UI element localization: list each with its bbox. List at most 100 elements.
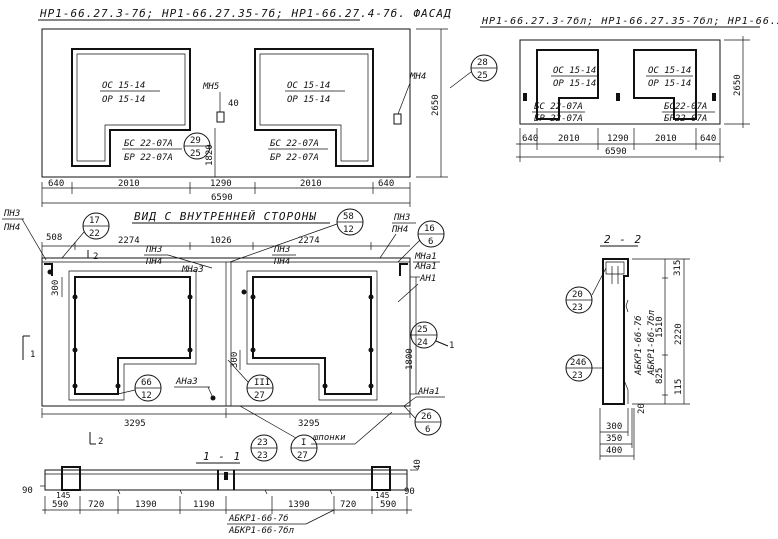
facade-left-window-top: ОС 15-14	[102, 81, 145, 91]
title-facade-left: НР1-66.27.3-7б; НР1-66.27.35-7б; НР1-66.…	[39, 7, 452, 20]
sec11-d40: 40	[413, 459, 423, 470]
inner-mna3: МНа3	[181, 265, 204, 275]
facade-left-window-bot: ОР 15-14	[102, 95, 145, 105]
small-w1-bot: ОР 15-14	[553, 79, 596, 89]
sec22-d315: 315	[673, 260, 683, 276]
inner-c66-bot: 12	[141, 391, 152, 401]
small-d2-bot: БР22-07А	[664, 114, 707, 124]
inner-c66-top: 66	[141, 378, 152, 388]
inner-c25-top: 25	[417, 325, 428, 335]
small-w1-top: ОС 15-14	[553, 66, 596, 76]
facade-h1820: 1820	[205, 144, 215, 166]
sec11-d145a: 145	[56, 491, 71, 500]
sec22-w300: 300	[606, 422, 622, 432]
inner-c17-bot: 22	[89, 229, 100, 239]
small-total: 6590	[605, 147, 627, 157]
sec22-v1: АБКР1-66-7б	[633, 315, 644, 376]
inner-c25-bot: 24	[417, 338, 428, 348]
title-section-22: 2 - 2	[604, 233, 642, 246]
sec22-v2: АБКР1-66-7бл	[646, 309, 657, 376]
small-dim-4: 640	[700, 134, 716, 144]
inner-pn3-c1: ПН3	[145, 245, 162, 255]
facade-small: ОС 15-14 ОР 15-14 ОС 15-14 ОР 15-14 БС 2…	[516, 36, 750, 162]
inner-c26-bot: 6	[425, 425, 430, 435]
small-d1-bot: БР 22-07А	[534, 114, 583, 124]
inner-h1800: 1800	[405, 348, 415, 370]
inner-cIII-top: III	[254, 378, 270, 388]
inner-c16-top: 16	[424, 224, 435, 234]
section-11: 90 40 145 145 90 590 720 1390 1190 1390 …	[22, 459, 423, 536]
facade-right-window-top: ОС 15-14	[287, 81, 330, 91]
facade-mn5: МН5	[202, 82, 219, 92]
inner-mark2-bottom: 2	[98, 437, 103, 447]
inner-cI-top: I	[301, 438, 306, 448]
inner-ana1: АНа1	[417, 387, 440, 397]
sec11-dim-6: 590	[380, 500, 396, 510]
inner-c58-top: 58	[343, 212, 354, 222]
small-dim-0: 640	[522, 134, 538, 144]
inner-mna1-a: МНа1	[414, 252, 437, 262]
sec11-note1: АБКР1-66-7б	[228, 513, 289, 524]
inner-an1: АН1	[419, 274, 436, 284]
facade-dim-1: 2010	[118, 179, 140, 189]
title-facade-right: НР1-66.27.3-7бл; НР1-66.27.35-7бл; НР1-6…	[481, 15, 778, 27]
inner-c26-top: 26	[421, 412, 432, 422]
inner-shponki: шпонки	[313, 433, 346, 443]
sec22-w350: 350	[606, 434, 622, 444]
small-h2650: 2650	[733, 74, 743, 96]
small-d2-top: БС22-07А	[664, 102, 707, 112]
inner-mark2-top: 2	[93, 252, 98, 262]
facade-circle2-top: 28	[477, 58, 488, 68]
inner-d2274b: 2274	[298, 236, 320, 246]
sec22-d2220: 2220	[674, 323, 684, 345]
inner-mark1-right: 1	[449, 341, 454, 351]
inner-pn3-c2: ПН3	[273, 245, 290, 255]
small-w2-bot: ОР 15-14	[648, 79, 691, 89]
sec11-d145b: 145	[375, 491, 390, 500]
inner-d2274a: 2274	[118, 236, 140, 246]
inner-c23-bot: 23	[257, 451, 268, 461]
inner-mark1-left: 1	[30, 350, 35, 360]
facade-total: 6590	[211, 193, 233, 203]
inner-c23-top: 23	[257, 438, 268, 448]
sec11-dim-3: 1190	[193, 500, 215, 510]
inner-pn4-left: ПН4	[3, 223, 20, 233]
sec22-c20-top: 20	[572, 290, 583, 300]
inner-d508: 508	[46, 233, 62, 243]
sec11-dim-1: 720	[88, 500, 104, 510]
inner-pn4-right: ПН4	[391, 225, 408, 235]
sec22-d20: 20	[637, 403, 647, 414]
sec11-note2: АБКР1-66-7бл	[228, 525, 295, 536]
inner-d1026: 1026	[210, 236, 232, 246]
facade-dim-4: 640	[378, 179, 394, 189]
sec11-d90: 90	[22, 486, 33, 496]
facade-dim-3: 2010	[300, 179, 322, 189]
inner-ana3: АНа3	[175, 377, 198, 387]
title-section-11: 1 - 1	[203, 450, 241, 463]
facade-circle1-bot: 25	[190, 149, 201, 159]
inner-d3295b: 3295	[298, 419, 320, 429]
inner-cI-bot: 27	[297, 451, 308, 461]
inner-c17-top: 17	[89, 216, 100, 226]
small-dim-3: 2010	[655, 134, 677, 144]
inner-d300b: 300	[230, 352, 240, 368]
sec11-dim-4: 1390	[288, 500, 310, 510]
sec22-d825: 825	[655, 368, 665, 384]
facade-h2650: 2650	[431, 94, 441, 116]
sec22-d115: 115	[674, 379, 684, 395]
sec22-c20-bot: 23	[572, 303, 583, 313]
sec22-c246-bot: 23	[572, 371, 583, 381]
facade-right-window-bot: ОР 15-14	[287, 95, 330, 105]
title-inner: ВИД С ВНУТРЕННЕЙ СТОРОНЫ	[134, 210, 317, 223]
facade-dim-0: 640	[48, 179, 64, 189]
inner-mna1-b: АНа1	[414, 262, 437, 272]
inner-pn3-left: ПН3	[3, 209, 20, 219]
inner-c58-bot: 12	[343, 225, 354, 235]
facade-left-door-bot: БР 22-07А	[124, 153, 173, 163]
facade-main: ОС 15-14 ОР 15-14 ОС 15-14 ОР 15-14 БС 2…	[41, 28, 498, 207]
inner-view: ПН3 ПН4 508 17 22 2274 1026 2274 2 ПН3 П…	[2, 208, 454, 462]
sec11-dim-2: 1390	[135, 500, 157, 510]
facade-circle1-top: 29	[190, 136, 201, 146]
facade-right-door-top: БС 22-07А	[270, 139, 319, 149]
